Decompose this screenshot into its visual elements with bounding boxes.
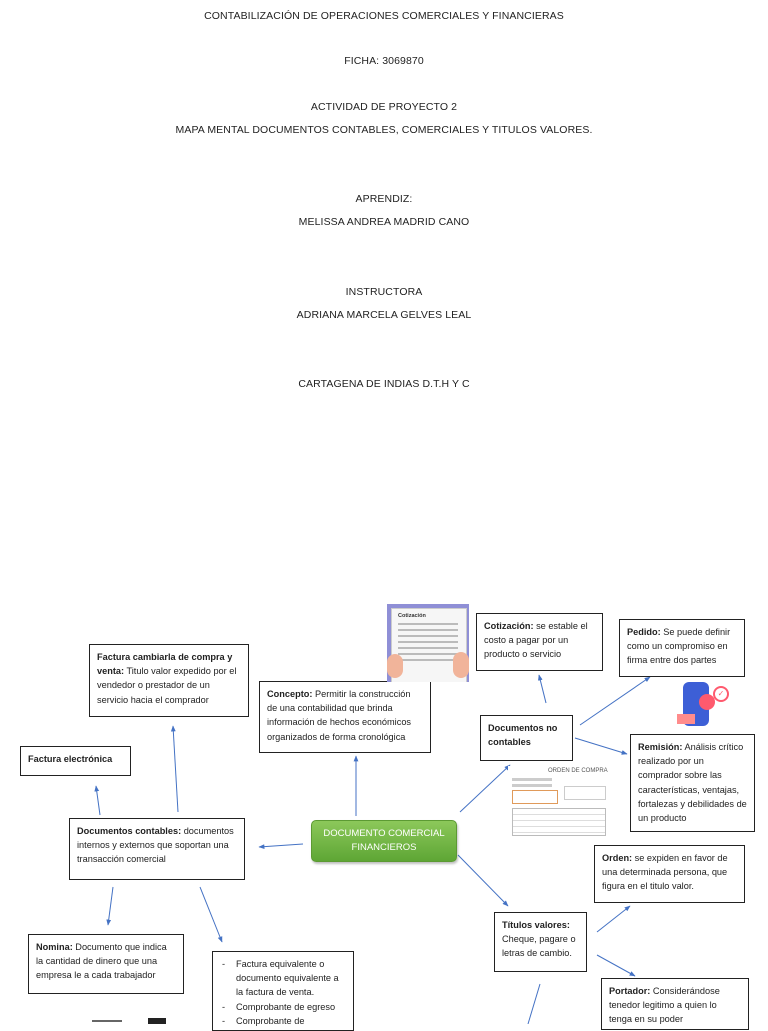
- arrow-to-cotizacion: [537, 674, 547, 704]
- documentos-no-contables-title: Documentos no contables: [488, 723, 558, 748]
- header-ficha: FICHA: 3069870: [344, 55, 424, 67]
- arrow-bottom: [527, 983, 541, 1024]
- factura-cambiaria-text: Titulo valor expedido por el vendedor o …: [97, 666, 237, 705]
- pedido-title: Pedido:: [627, 627, 661, 637]
- box-cotizacion: Cotización: se estable el costo a pagar …: [476, 613, 603, 671]
- center-node-documento-comercial: DOCUMENTO COMERCIAL FINANCIEROS: [311, 820, 457, 862]
- arrow-to-orden: [596, 905, 631, 933]
- portador-title: Portador:: [609, 986, 651, 996]
- concepto-text: Permitir la construcción de una contabil…: [267, 689, 412, 742]
- hand-left: [387, 654, 403, 678]
- hand-right: [453, 652, 469, 678]
- header-aprendiz-label: APRENDIZ:: [355, 193, 413, 205]
- titulos-valores-text: Cheque, pagare o letras de cambio.: [502, 934, 576, 959]
- arrow-to-factura-electronica: [94, 785, 101, 816]
- box-factura-cambiaria: Factura cambiarla de compra y venta: Tit…: [89, 644, 249, 717]
- header-instructora-label: INSTRUCTORA: [345, 286, 423, 298]
- orden-title: Orden:: [602, 853, 633, 863]
- factura-cambiaria-title: Factura cambiarla de compra y venta:: [97, 652, 233, 677]
- pedido-text: Se puede definir como un compromiso en f…: [627, 627, 731, 666]
- header-title: MAPA MENTAL DOCUMENTOS CONTABLES, COMERC…: [175, 124, 593, 136]
- box-documentos-contables: Documentos contables: documentos interno…: [69, 818, 245, 880]
- header-instructora-name: ADRIANA MARCELA GELVES LEAL: [296, 309, 472, 321]
- box-documentos-no-contables: Documentos no contables: [480, 715, 573, 761]
- box-factura-electronica: Factura electrónica: [20, 746, 131, 776]
- arrow-to-pedido: [579, 676, 651, 726]
- orden-compra-image: ORDEN DE COMPRA: [508, 766, 608, 836]
- list-item: Comprobante de egreso: [222, 1000, 346, 1014]
- cotizacion-thumb-title: Cotización: [398, 613, 426, 619]
- arrow-to-portador: [596, 954, 636, 977]
- bottom-document-image: [92, 1018, 168, 1024]
- lista-documentos: Factura equivalente o documento equivale…: [220, 957, 346, 1028]
- list-item: Factura equivalente o documento equivale…: [222, 957, 346, 1000]
- arrow-to-remision: [574, 737, 628, 755]
- header-activity: ACTIVIDAD DE PROYECTO 2: [310, 101, 458, 113]
- cotizacion-text: se estable el costo a pagar por un produ…: [484, 621, 588, 660]
- check-icon: ✓: [713, 686, 729, 702]
- center-line-2: FINANCIEROS: [351, 842, 417, 853]
- arrow-to-factura-cambiaria: [170, 725, 179, 813]
- documentos-contables-text: documentos internos y externos que sopor…: [77, 826, 234, 865]
- box-lista-documentos: Factura equivalente o documento equivale…: [212, 951, 354, 1031]
- arrow-to-lista: [199, 886, 223, 943]
- portador-text: Considerándose tenedor legitimo a quien …: [609, 986, 720, 1025]
- pedido-phone-image: ✓: [675, 680, 733, 732]
- box-titulos-valores: Títulos valores: Cheque, pagare o letras…: [494, 912, 587, 972]
- header-institution: CONTABILIZACIÓN DE OPERACIONES COMERCIAL…: [204, 10, 564, 22]
- remision-title: Remisión:: [638, 742, 683, 752]
- center-line-1: DOCUMENTO COMERCIAL: [323, 828, 445, 839]
- box-orden: Orden: se expiden en favor de una determ…: [594, 845, 745, 903]
- card-icon: [677, 714, 695, 724]
- cotizacion-document-image: Cotización: [387, 604, 469, 682]
- factura-electronica-title: Factura electrónica: [28, 754, 113, 764]
- nomina-title: Nomina:: [36, 942, 73, 952]
- box-nomina: Nomina: Documento que indica la cantidad…: [28, 934, 184, 994]
- nomina-text: Documento que indica la cantidad de dine…: [36, 942, 167, 981]
- header-aprendiz-name: MELISSA ANDREA MADRID CANO: [298, 216, 470, 228]
- list-item: Comprobante de: [222, 1014, 346, 1028]
- box-portador: Portador: Considerándose tenedor legitim…: [601, 978, 749, 1030]
- arrow-to-nomina: [106, 886, 114, 926]
- concepto-title: Concepto:: [267, 689, 313, 699]
- cotizacion-title: Cotización:: [484, 621, 534, 631]
- orden-text: se expiden en favor de una determinada p…: [602, 853, 728, 892]
- orden-thumb-title: ORDEN DE COMPRA: [548, 768, 608, 774]
- box-remision: Remisión: Análisis crítico realizado por…: [630, 734, 755, 832]
- box-pedido: Pedido: Se puede definir como un comprom…: [619, 619, 745, 677]
- avatar: [699, 694, 715, 710]
- box-concepto: Concepto: Permitir la construcción de un…: [259, 681, 431, 753]
- documentos-contables-title: Documentos contables:: [77, 826, 182, 836]
- header-city: CARTAGENA DE INDIAS D.T.H Y C: [298, 378, 470, 390]
- arrow-to-documentos-contables: [258, 843, 304, 850]
- titulos-valores-title: Títulos valores:: [502, 920, 570, 930]
- remision-text: Análisis crítico realizado por un compra…: [638, 742, 747, 824]
- arrow-to-documentos-no-contables: [459, 764, 511, 813]
- arrow-to-titulos-valores: [457, 854, 509, 907]
